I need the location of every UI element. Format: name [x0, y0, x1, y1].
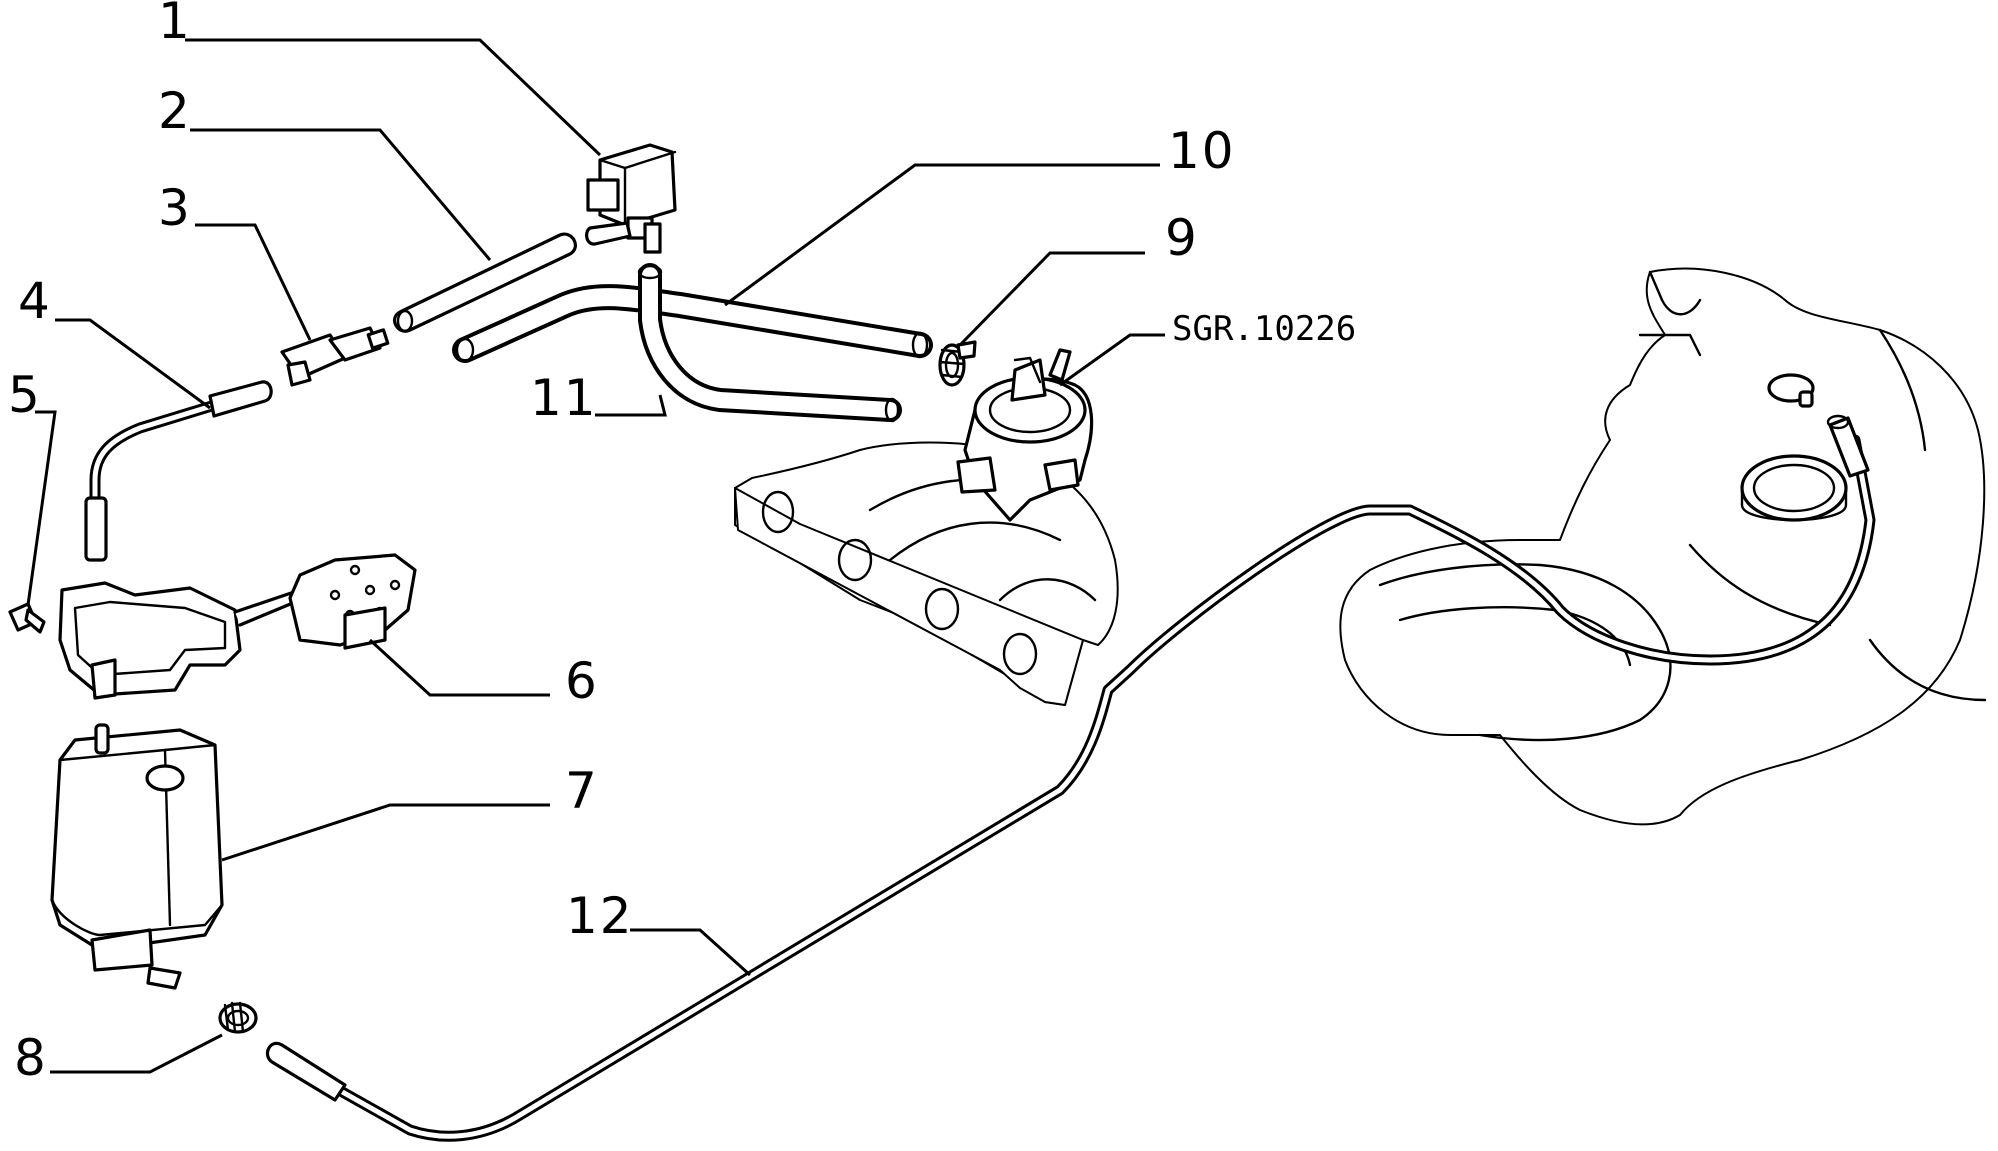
callout-12: 12: [566, 887, 634, 945]
fuel-vapour-pipe: [266, 414, 1876, 1142]
callout-2: 2: [158, 82, 192, 140]
leader-2: [190, 128, 492, 261]
callout-9: 9: [1165, 209, 1199, 267]
leader-1: [185, 38, 602, 157]
callout-10: 10: [1168, 122, 1236, 180]
callout-8: 8: [14, 1029, 48, 1087]
carbon-canister: [50, 723, 224, 990]
leader-ref: [1059, 333, 1165, 387]
callout-1: 1: [158, 0, 192, 50]
hose-clamp-9: [938, 340, 977, 387]
leader-11: [595, 394, 667, 417]
leader-12: [630, 928, 752, 977]
callout-6: 6: [565, 652, 599, 710]
callout-4: 4: [18, 272, 52, 330]
callout-5: 5: [8, 366, 42, 424]
canister-bracket: [58, 553, 417, 700]
vacuum-hose-11: [637, 263, 902, 423]
callout-7: 7: [565, 762, 599, 820]
fuel-tank: [1339, 267, 1987, 826]
reference-code: SGR.10226: [1172, 309, 1356, 349]
hose-clamp-8: [218, 1001, 258, 1034]
check-valve: [280, 326, 390, 387]
leader-9: [958, 251, 1145, 347]
callout-3: 3: [158, 179, 192, 237]
vacuum-hose-10: [452, 284, 933, 363]
callout-labels: 1 2 3 4 5 6 7 8 9 10 11 12 SGR.10226: [8, 0, 1356, 1087]
bolt: [8, 602, 46, 634]
leader-3: [195, 223, 312, 341]
leader-7: [221, 803, 550, 862]
short-hose: [393, 232, 577, 333]
callout-11: 11: [530, 369, 598, 427]
leader-4: [55, 318, 211, 410]
intake-manifold: [734, 348, 1119, 706]
leader-lines: [26, 38, 1165, 1074]
leader-5: [26, 410, 57, 606]
leader-8: [50, 1033, 223, 1074]
bent-hose: [84, 380, 273, 562]
purge-solenoid-valve: [584, 143, 677, 254]
leader-10: [724, 163, 1160, 307]
leader-6: [368, 638, 550, 697]
